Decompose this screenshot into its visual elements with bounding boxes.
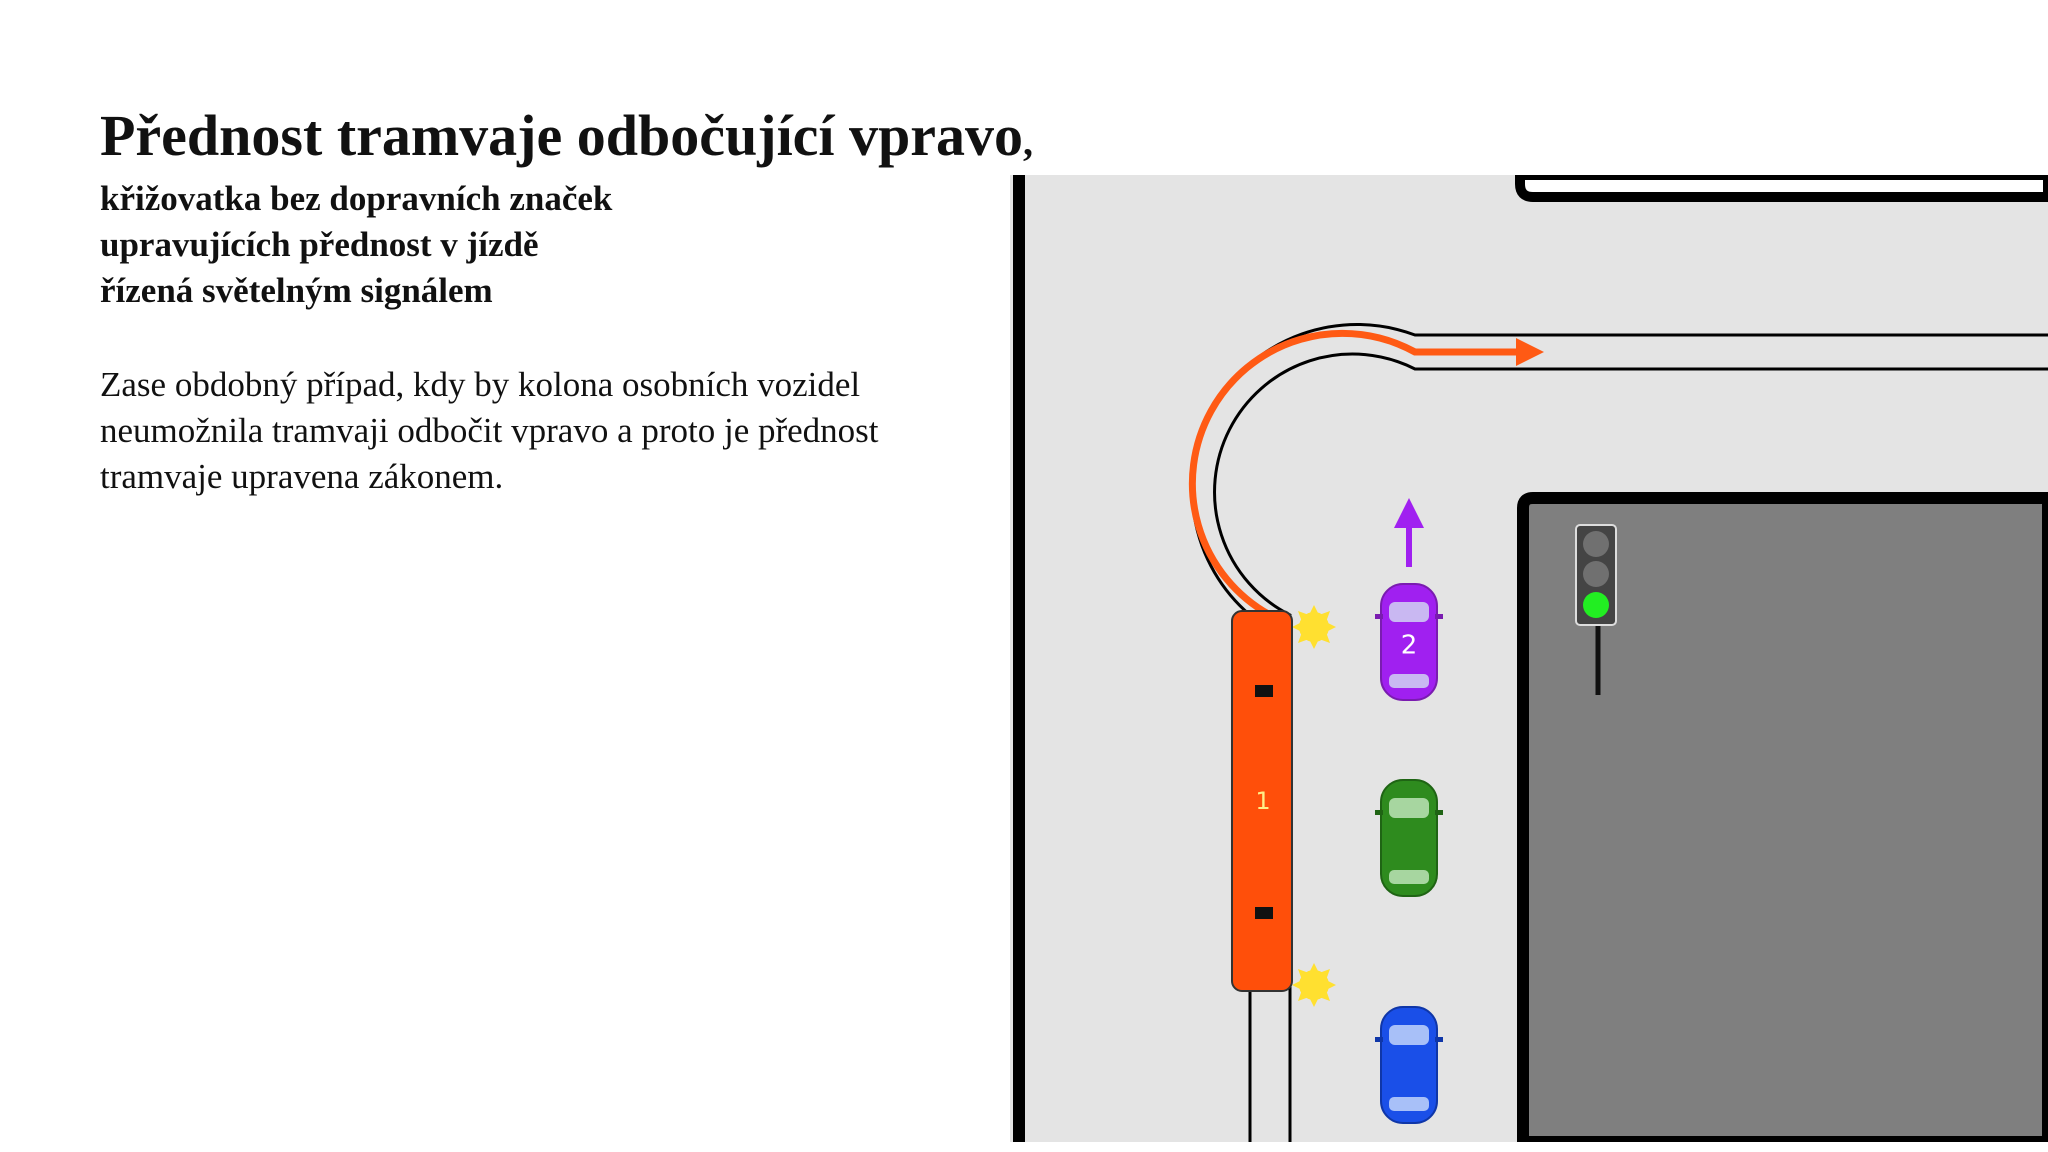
intersection-svg: 1 2: [1010, 175, 2048, 1142]
slide-title: Přednost tramvaje odbočující vpravo,: [100, 104, 1033, 168]
straight-arrow: [1394, 498, 1424, 567]
intersection-diagram: 1 2: [1010, 175, 2048, 1142]
green-light-on: [1583, 592, 1609, 618]
car-2-label: 2: [1401, 631, 1418, 661]
tram-rail-inner: [1213, 352, 2048, 1142]
traffic-light: [1575, 524, 1617, 695]
tram-path-arrow: [1188, 329, 1544, 630]
subtitle-line: křižovatka bez dopravních značek: [100, 179, 613, 218]
bottom-right-block: [1517, 492, 2048, 1142]
subtitle-line: upravujících přednost v jízdě: [100, 225, 539, 264]
top-right-block: [1515, 175, 2048, 202]
body-line: Zase obdobný případ, kdy by kolona osobn…: [100, 365, 861, 404]
car-2: 2: [1375, 583, 1443, 701]
indicator-flash-front: [1292, 605, 1336, 649]
amber-light-off: [1583, 561, 1609, 587]
body-line: neumožnila tramvaji odbočit vpravo a pro…: [100, 411, 879, 450]
tram-body: [1231, 610, 1293, 992]
tram-pantograph: [1255, 685, 1273, 697]
title-text: Přednost tramvaje odbočující vpravo: [100, 103, 1024, 168]
tram-pantograph: [1255, 907, 1273, 919]
body-text: Zase obdobný případ, kdy by kolona osobn…: [100, 362, 879, 500]
red-light-off: [1583, 531, 1609, 557]
tram-label: 1: [1255, 787, 1270, 815]
car-green: [1375, 779, 1443, 897]
indicator-flash-rear: [1292, 963, 1336, 1007]
subtitle: křižovatka bez dopravních značek upravuj…: [100, 176, 612, 314]
tram: 1: [1231, 610, 1293, 992]
car-blue: [1375, 1006, 1443, 1124]
body-line: tramvaje upravena zákonem.: [100, 457, 504, 496]
title-comma: ,: [1023, 119, 1034, 164]
subtitle-line: řízená světelným signálem: [100, 271, 493, 310]
